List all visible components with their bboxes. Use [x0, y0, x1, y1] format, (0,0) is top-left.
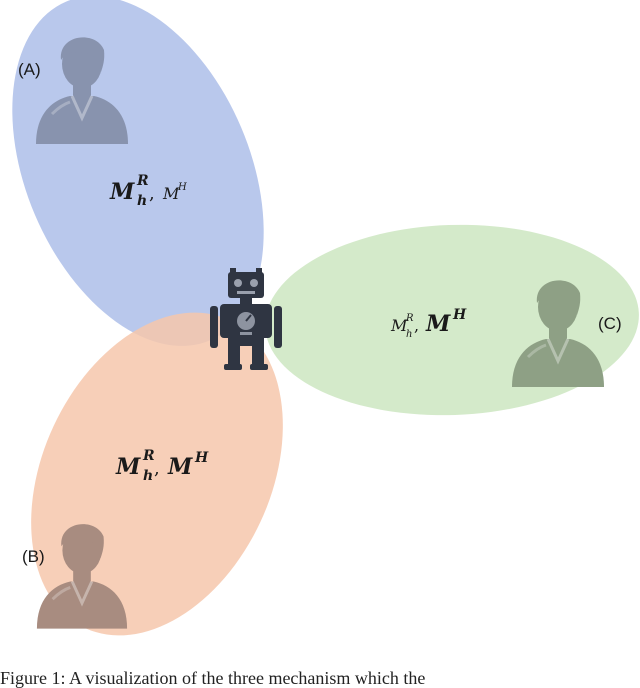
math-c-m2: M	[425, 311, 451, 337]
math-a-comma: ,	[149, 183, 155, 204]
math-b-hsup: H	[194, 450, 209, 466]
ellipse-c	[265, 224, 639, 416]
math-b-m2: M	[167, 454, 193, 480]
label-b: (B)	[22, 547, 45, 566]
math-expression-b: M R h , M H	[115, 448, 209, 484]
math-b-m1: M	[115, 454, 141, 480]
robot-icon	[210, 268, 282, 370]
math-a-hsup: H	[177, 182, 187, 193]
math-c-m1: M	[390, 316, 408, 335]
math-c-hsup: H	[452, 307, 467, 323]
math-c-r: R	[405, 313, 414, 324]
math-b-comma: ,	[154, 458, 160, 479]
math-b-h: h	[143, 468, 153, 484]
label-a: (A)	[18, 60, 41, 79]
math-b-r: R	[142, 448, 155, 464]
math-a-m1: M	[109, 179, 135, 205]
math-c-comma: ,	[414, 316, 419, 335]
math-a-r: R	[136, 173, 149, 189]
math-c-h: h	[406, 329, 412, 340]
label-c: (C)	[598, 314, 622, 333]
figure-caption: Figure 1: A visualization of the three m…	[0, 668, 426, 688]
math-a-h: h	[137, 193, 147, 209]
math-expression-c: M R h , M H	[390, 307, 467, 340]
math-a-m2: M	[162, 184, 180, 203]
math-expression-a: M R h , M H	[109, 173, 187, 209]
